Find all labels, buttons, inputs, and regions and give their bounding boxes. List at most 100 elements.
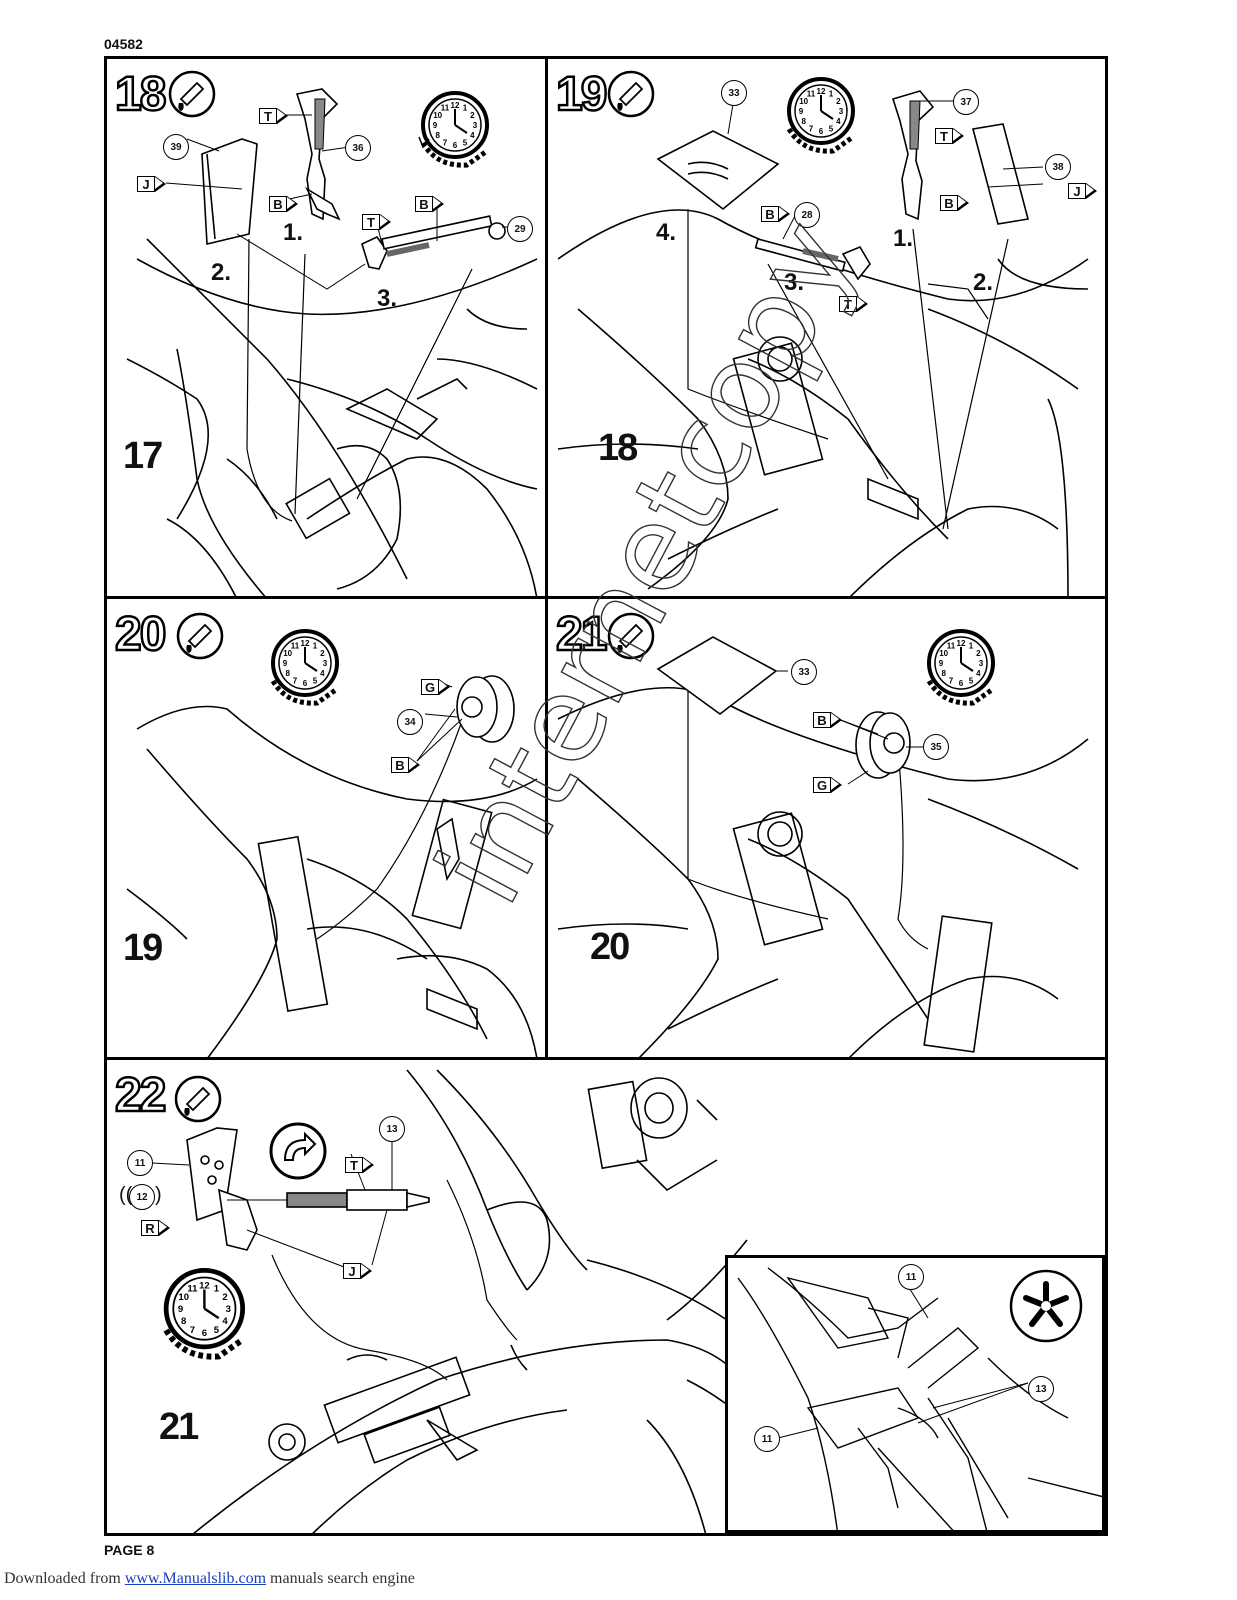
glue-tube-icon	[607, 612, 655, 660]
previous-step-ref: 18	[598, 427, 638, 469]
clock-numeral: 3	[226, 1304, 231, 1315]
color-tag: R	[141, 1219, 170, 1236]
step-number: 21	[555, 608, 609, 661]
color-tag: G	[813, 776, 842, 793]
clock-numeral: 7	[190, 1325, 195, 1336]
detail-inset: 11 13 11	[725, 1255, 1105, 1533]
clock-numeral: 8	[941, 669, 946, 678]
previous-step-ref: 20	[590, 926, 630, 968]
optional-part-suffix: )	[155, 1184, 162, 1206]
substep-label: 2.	[973, 269, 994, 296]
detail-view-asterisk-icon	[1009, 1269, 1083, 1343]
color-tag: B	[415, 195, 444, 212]
page-label: PAGE 8	[104, 1542, 155, 1558]
clock-numeral: 1	[829, 90, 834, 99]
step-19-drawing	[557, 90, 1089, 596]
part-28-callout: 28	[794, 202, 820, 228]
clock-numeral: 6	[819, 127, 824, 136]
substep-label: 1.	[893, 225, 914, 252]
texture-tag: T	[935, 127, 964, 144]
footer-prefix: Downloaded from	[4, 1570, 125, 1587]
color-tag: B	[391, 756, 420, 773]
clock-numeral: 1	[214, 1284, 220, 1295]
clock-numeral: 6	[303, 679, 308, 688]
part-36-callout: 36	[345, 135, 371, 161]
document-code: 04582	[104, 36, 143, 52]
clock-numeral: 11	[807, 90, 816, 99]
texture-tag: T	[362, 213, 391, 230]
texture-tag: T	[839, 295, 868, 312]
color-tag: B	[813, 711, 842, 728]
part-12-callout: 12	[129, 1184, 155, 1210]
clock-numeral: 2	[320, 649, 325, 658]
clock-numeral: 4	[836, 117, 841, 126]
part-37-callout: 37	[953, 89, 979, 115]
clock-numeral: 3	[979, 659, 984, 668]
texture-tag: T	[345, 1156, 374, 1173]
part-13-callout: 13	[379, 1116, 405, 1142]
clock-numeral: 5	[463, 138, 468, 147]
step-number: 22	[114, 1069, 168, 1122]
texture-tag: T	[259, 107, 288, 124]
clock-numeral: 7	[293, 676, 298, 685]
part-13-callout: 13	[1028, 1376, 1054, 1402]
clock-numeral: 11	[187, 1284, 198, 1295]
substep-label: 4.	[656, 219, 677, 246]
clock-numeral: 2	[222, 1292, 227, 1303]
clock-numeral: 12	[817, 87, 826, 96]
optional-part-prefix: ((	[119, 1184, 133, 1206]
footer-link[interactable]: www.Manualslib.com	[124, 1570, 267, 1587]
clock-numeral: 1	[969, 642, 974, 651]
inset-drawing	[737, 1267, 1102, 1530]
previous-step-ref: 21	[159, 1406, 199, 1448]
footer-suffix: manuals search engine	[266, 1570, 415, 1587]
glue-tube-icon	[174, 1075, 222, 1123]
clock-numeral: 2	[470, 111, 475, 120]
glue-tube-icon	[176, 612, 224, 660]
clock-numeral: 2	[836, 97, 841, 106]
part-39-callout: 39	[163, 134, 189, 160]
footer: Downloaded from www.Manualslib.com manua…	[4, 1570, 415, 1588]
part-11-callout: 11	[754, 1426, 780, 1452]
clock-numeral: 8	[181, 1316, 187, 1327]
clock-numeral: 5	[829, 124, 834, 133]
rotate-model-icon	[269, 1122, 327, 1180]
clock-numeral: 6	[959, 679, 964, 688]
part-11-callout: 11	[127, 1150, 153, 1176]
clock-numeral: 2	[976, 649, 981, 658]
step-18-drawing	[126, 88, 538, 596]
clock-numeral: 12	[451, 101, 460, 110]
clock-numeral: 11	[291, 642, 300, 651]
clock-numeral: 4	[976, 669, 981, 678]
part-11-callout: 11	[898, 1264, 924, 1290]
clock-numeral: 9	[433, 121, 438, 130]
clock-numeral: 3	[323, 659, 328, 668]
clock-numeral: 4	[320, 669, 325, 678]
clock-numeral: 6	[202, 1328, 207, 1339]
clock-numeral: 12	[199, 1280, 210, 1291]
glue-tube-icon	[607, 70, 655, 118]
clock-numeral: 4	[470, 131, 475, 140]
clock-numeral: 9	[799, 107, 804, 116]
step-number: 19	[555, 68, 609, 121]
substep-label: 2.	[211, 259, 232, 286]
clock-numeral: 10	[939, 649, 948, 658]
clock-numeral: 12	[301, 639, 310, 648]
color-tag: B	[761, 205, 790, 222]
part-33-callout: 33	[721, 80, 747, 106]
color-tag: J	[1068, 182, 1097, 199]
clock-numeral: 5	[313, 676, 318, 685]
clock-numeral: 10	[433, 111, 442, 120]
previous-step-ref: 19	[123, 927, 163, 969]
part-35-callout: 35	[923, 734, 949, 760]
part-34-callout: 34	[397, 709, 423, 735]
